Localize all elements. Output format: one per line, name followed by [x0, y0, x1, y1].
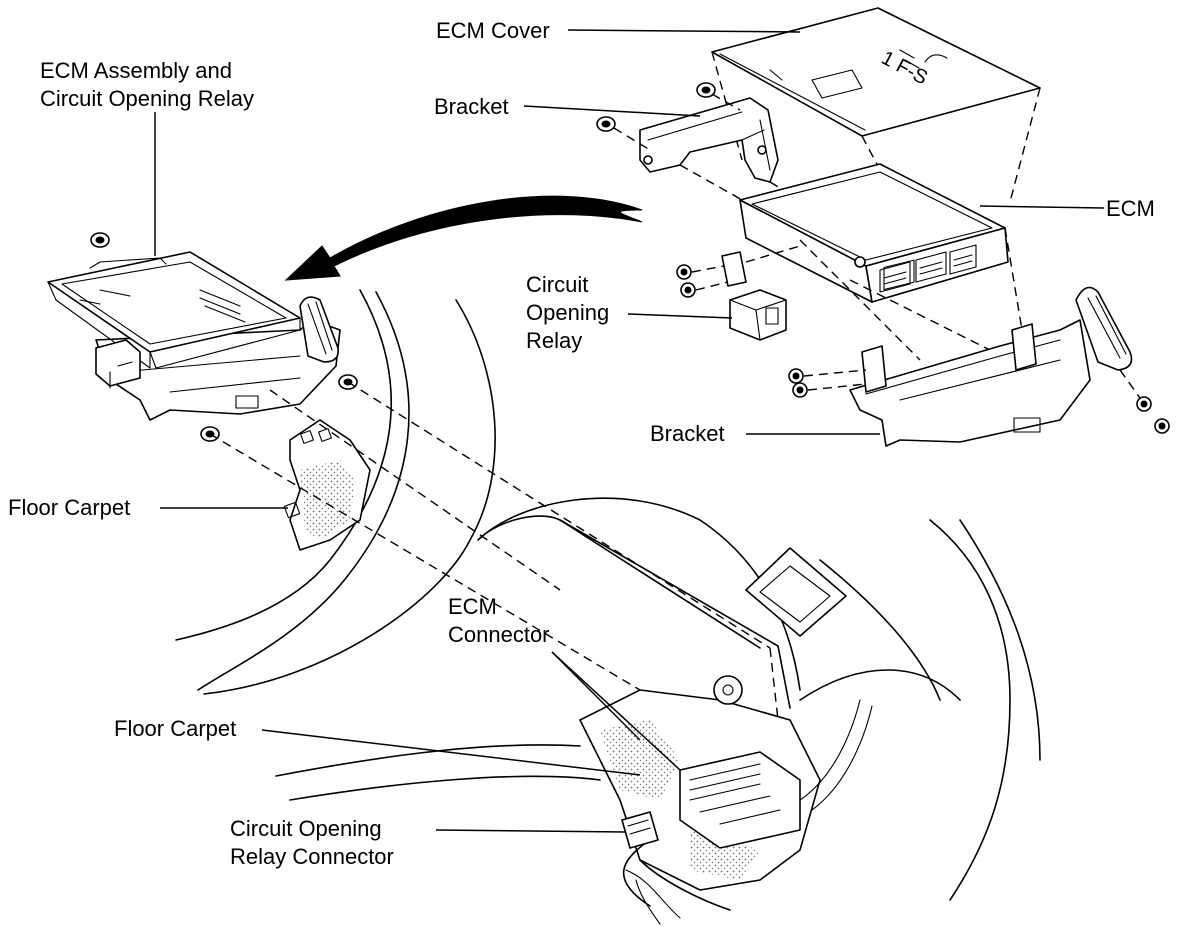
circuit-opening-relay-part — [676, 245, 801, 341]
relay-screw-icon — [676, 264, 696, 298]
label-bracket-top: Bracket — [434, 94, 509, 119]
assembly-nut-icon — [90, 232, 110, 248]
label-leader-lines — [154, 29, 1105, 833]
bracket-screw-icon — [1136, 396, 1170, 434]
label-relay-connector-line1: Circuit Opening — [230, 816, 382, 841]
ecm-assembly-left-part — [47, 232, 358, 442]
label-relay-line1: Circuit — [526, 272, 589, 297]
label-ecm-assembly-line2: Circuit Opening Relay — [40, 86, 254, 111]
vehicle-body-outline — [175, 289, 1041, 925]
label-bracket-bottom: Bracket — [650, 421, 725, 446]
installation-arrow-icon — [284, 195, 643, 281]
bracket-nut-icon — [596, 116, 616, 132]
ecm-cover-part: 1 F-S — [711, 7, 1041, 137]
label-floor-carpet-lower: Floor Carpet — [114, 716, 237, 741]
top-bracket-part — [596, 82, 779, 183]
label-ecm-connector-line2: Connector — [448, 622, 550, 647]
label-floor-carpet-upper: Floor Carpet — [8, 495, 131, 520]
assembly-alignment-lines — [209, 381, 779, 721]
label-relay-connector-line2: Relay Connector — [230, 844, 394, 869]
bracket-nut-icon — [696, 82, 716, 98]
label-relay-line2: Opening — [526, 300, 610, 325]
label-relay-line3: Relay — [526, 328, 583, 353]
label-ecm: ECM — [1106, 196, 1155, 221]
label-ecm-connector-line1: ECM — [448, 594, 497, 619]
label-ecm-assembly-line1: ECM Assembly and — [40, 58, 232, 83]
label-ecm-cover: ECM Cover — [436, 18, 550, 43]
bracket-screw-icon — [788, 368, 808, 398]
lower-bracket-part — [788, 286, 1170, 447]
ecm-unit-part — [739, 163, 1009, 303]
